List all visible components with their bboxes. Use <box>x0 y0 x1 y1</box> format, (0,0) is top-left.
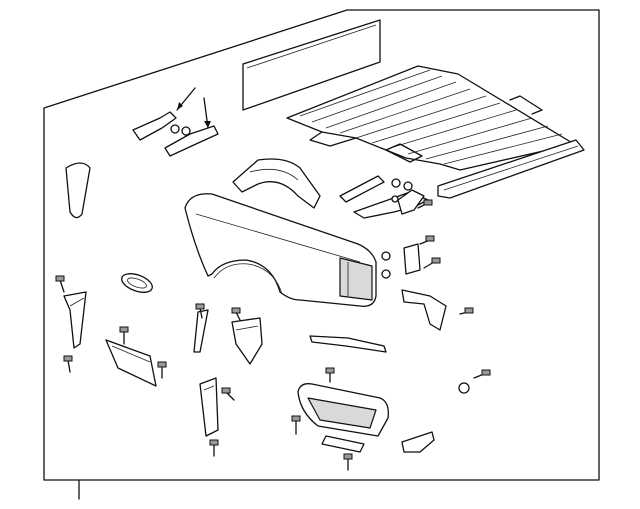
bolt[interactable] <box>419 235 435 245</box>
side-marker-lamp[interactable] <box>119 270 155 296</box>
diagram-frame <box>43 9 600 500</box>
bed-floor[interactable] <box>286 65 575 171</box>
running-board-extension[interactable] <box>401 431 435 453</box>
mudflap-bracket[interactable] <box>63 291 87 349</box>
hardware-bolts[interactable] <box>55 199 491 471</box>
floor-brackets[interactable] <box>339 175 429 219</box>
step-pad[interactable] <box>321 435 365 453</box>
hinge-bracket[interactable] <box>381 243 421 279</box>
bolt[interactable] <box>157 361 167 379</box>
fender-trim-piece[interactable] <box>65 162 91 219</box>
bolt[interactable] <box>343 453 353 471</box>
bolt[interactable] <box>325 367 335 383</box>
bolt[interactable] <box>423 257 441 269</box>
bolt[interactable] <box>63 355 73 373</box>
wheelhouse-liner[interactable] <box>232 158 321 209</box>
bumper-end-bracket[interactable] <box>401 289 447 331</box>
callout-arrows <box>176 87 211 129</box>
bolt[interactable] <box>417 199 433 209</box>
clip-fastener[interactable] <box>458 382 470 394</box>
fender-stand[interactable] <box>199 377 219 437</box>
fender-side-molding[interactable] <box>309 335 387 353</box>
bed-side-rail[interactable] <box>437 139 585 199</box>
bolt[interactable] <box>473 369 491 379</box>
bolt[interactable] <box>459 307 474 315</box>
bolt[interactable] <box>221 387 235 401</box>
mudflap[interactable] <box>105 339 157 387</box>
fender-brace[interactable] <box>193 309 209 353</box>
rear-fender[interactable] <box>184 193 377 307</box>
fender-support[interactable] <box>231 317 263 365</box>
bolt[interactable] <box>291 415 301 435</box>
bolt[interactable] <box>119 326 129 345</box>
bolt[interactable] <box>231 307 241 321</box>
arrow-head-1 <box>177 102 183 110</box>
step-assembly[interactable] <box>297 383 389 437</box>
crossmember-brackets[interactable] <box>132 111 219 157</box>
arrow-head-2 <box>204 121 211 128</box>
bolt[interactable] <box>55 275 65 293</box>
bolt[interactable] <box>209 439 219 457</box>
tailgate-panel[interactable] <box>242 19 381 111</box>
bolt[interactable] <box>195 303 205 319</box>
